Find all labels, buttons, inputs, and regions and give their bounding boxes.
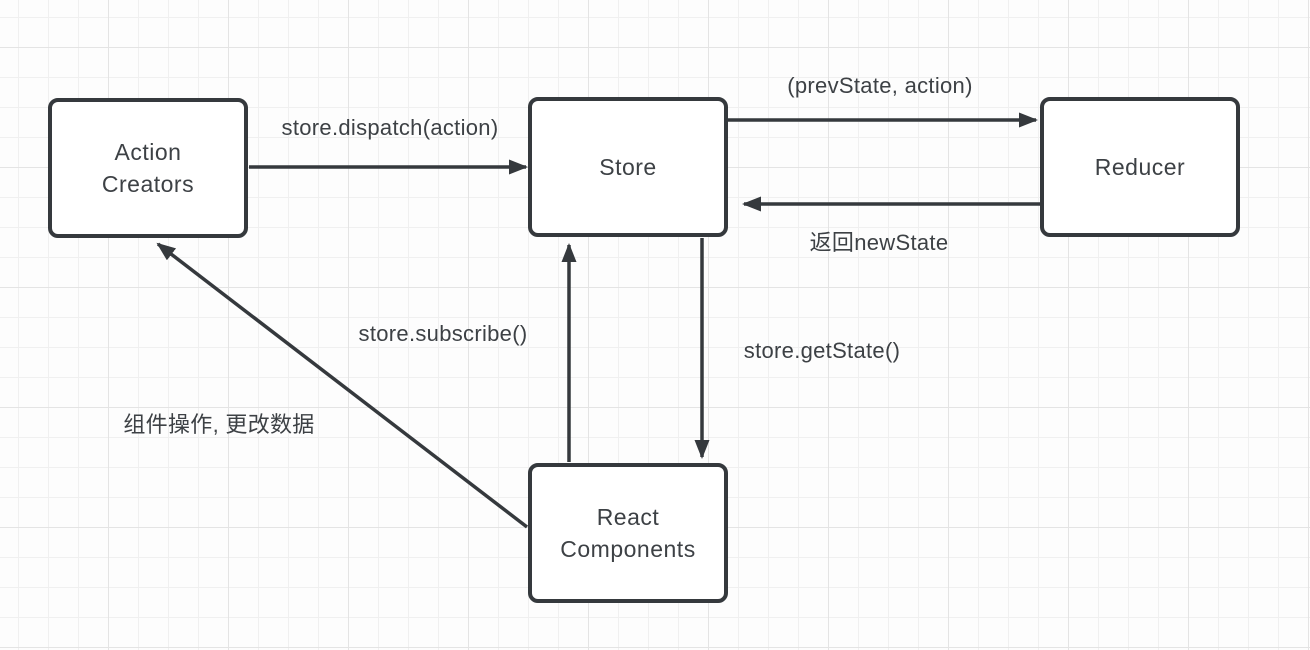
node-action-creators-label: Action Creators [101, 139, 195, 197]
node-action-creators: Action Creators [48, 98, 248, 238]
node-store: Store [528, 97, 728, 237]
node-reducer: Reducer [1040, 97, 1240, 237]
node-react-components: React Components [528, 463, 728, 603]
edge-component-action-arrow [156, 242, 529, 529]
edge-label-prev-state: (prevState, action) [787, 73, 973, 98]
edge-label-subscribe: store.subscribe() [358, 321, 528, 346]
edge-label-dispatch: store.dispatch(action) [281, 115, 499, 140]
edge-label-new-state: 返回newState [809, 230, 949, 255]
edge-label-component-action: 组件操作, 更改数据 [123, 412, 315, 437]
node-react-components-label: React Components [560, 504, 696, 562]
node-store-label: Store [599, 154, 657, 180]
edge-label-get-state: store.getState() [743, 338, 901, 363]
node-reducer-label: Reducer [1094, 154, 1186, 180]
